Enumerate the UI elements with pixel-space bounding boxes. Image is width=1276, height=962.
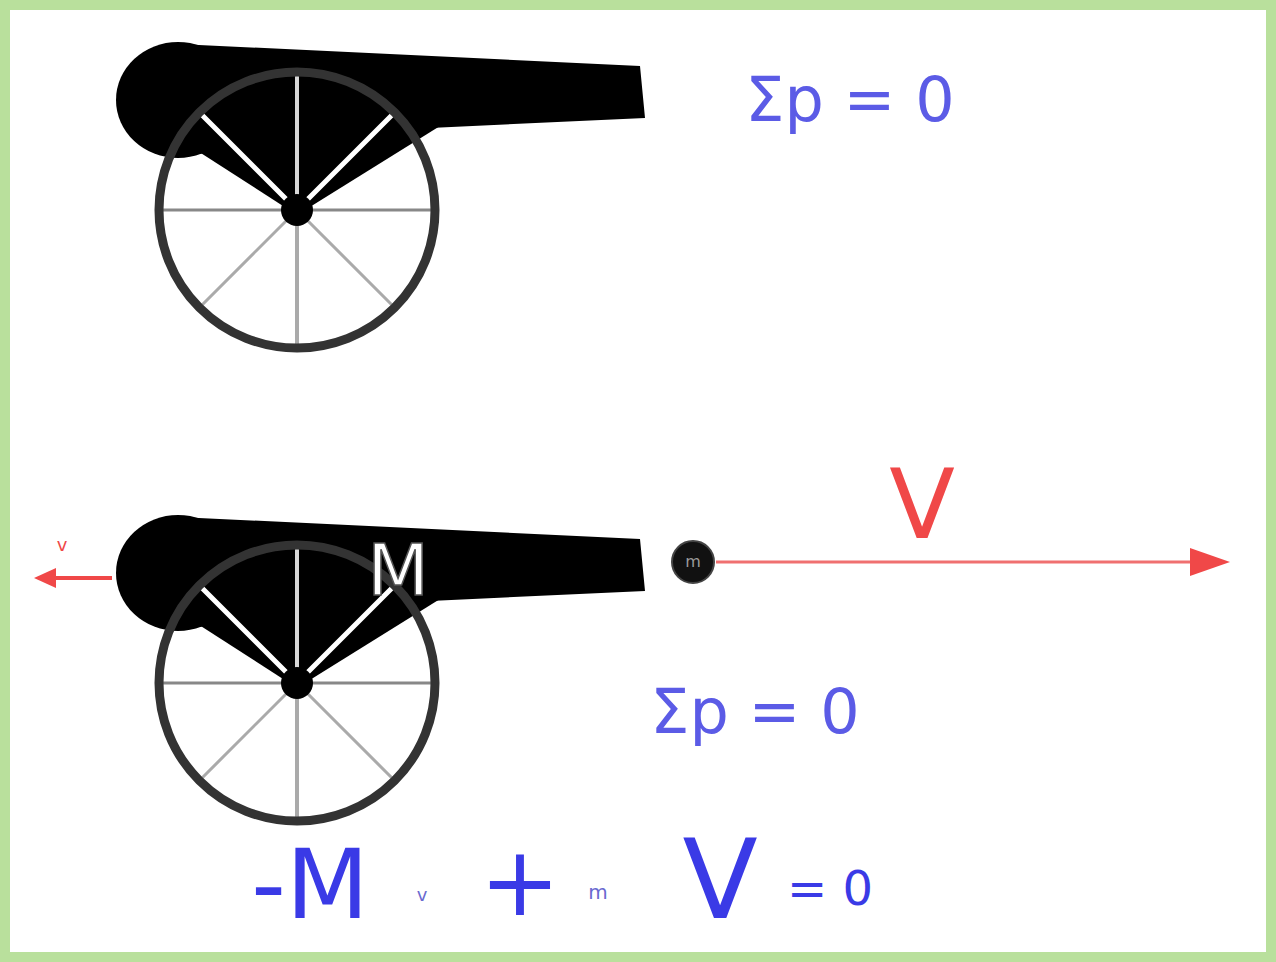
cannon-top [116,42,645,348]
equation-term: -M [251,837,368,933]
equation-term: m [588,882,607,902]
cannon-mass: M [367,534,429,606]
recoil-arrowhead [34,568,56,588]
ball-velocity: V [889,457,955,553]
equation-term: V [682,825,757,935]
velocity-arrow [716,561,1200,564]
ball-mass: m [671,540,715,584]
velocity-arrowhead [1190,548,1230,576]
momentum-sum: Σp = 0 [745,69,954,131]
equation-term: v [417,886,428,904]
cannon-ball: m [671,540,715,584]
momentum-sum: Σp = 0 [650,681,859,743]
equation-operator: + [480,834,560,930]
equation-result: = 0 [787,864,873,912]
recoil-velocity: v [57,536,68,554]
recoil-arrow [52,576,112,580]
cannon-bottom [116,515,645,821]
